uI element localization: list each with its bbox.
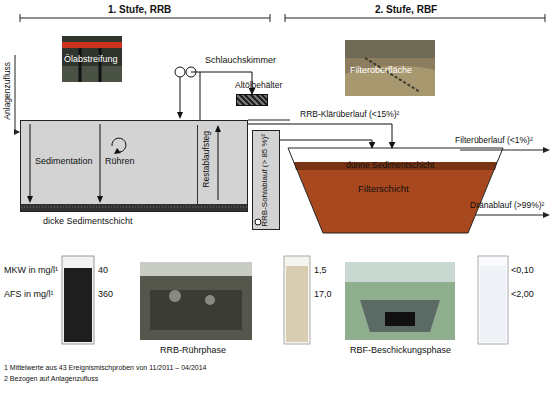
flow-connector bbox=[248, 124, 392, 148]
free-label: Dränablauf (>99%)² bbox=[470, 201, 544, 210]
node-text: dicke Sedimentschicht bbox=[43, 217, 133, 227]
node-text: Rühren bbox=[105, 157, 135, 167]
free-label: 2 Bezogen auf Anlagenzufluss bbox=[4, 375, 98, 383]
free-label: 1 Mittelwerte aus 43 Ereignismischproben… bbox=[4, 364, 206, 372]
free-label: Ölabstreifung bbox=[64, 55, 118, 65]
free-label: RBF-Beschickungsphase bbox=[350, 346, 451, 356]
flow-connector bbox=[200, 72, 252, 120]
free-label: Filteroberfläche bbox=[350, 66, 412, 76]
free-label: 17,0 bbox=[314, 290, 332, 300]
free-label: <0,10 bbox=[511, 266, 534, 276]
filter-basin: dünne SedimentschichtFilterschicht bbox=[288, 148, 503, 233]
bottom-outlet: RRB-Sohlablauf (> 85 %)² bbox=[252, 130, 280, 230]
basin-outline-shape bbox=[288, 148, 503, 233]
flow-connector bbox=[280, 140, 372, 148]
free-label: <2,00 bbox=[511, 290, 534, 300]
node-text: Restablaufsteg bbox=[202, 131, 211, 188]
node-text: Sedimentation bbox=[35, 157, 93, 167]
edge-label: RRB-Klärüberlauf (<15%)² bbox=[300, 110, 399, 119]
node-text: Altölbehälter bbox=[235, 81, 282, 90]
free-label: 40 bbox=[98, 266, 108, 276]
free-label: Filterüberlauf (<1%)² bbox=[455, 136, 533, 145]
node-text: Filterschicht bbox=[358, 184, 409, 194]
free-label: RRB-Rührphase bbox=[160, 346, 226, 356]
edge-label: Schlauchskimmer bbox=[205, 56, 276, 66]
retention-tank: SedimentationRührendicke Sedimentschicht… bbox=[20, 120, 248, 212]
free-label: 360 bbox=[98, 290, 113, 300]
filter-layer bbox=[294, 162, 497, 233]
free-label: 1,5 bbox=[314, 266, 327, 276]
oil-container: Altölbehälter bbox=[236, 94, 268, 106]
free-label: 2. Stufe, RBF bbox=[375, 4, 437, 15]
outflow-weir: Restablaufsteg bbox=[197, 125, 215, 209]
node-text: RRB-Sohlablauf (> 85 %)² bbox=[261, 134, 270, 227]
free-label: AFS in mg/l¹ bbox=[4, 290, 54, 300]
free-label: MKW in mg/l¹ bbox=[4, 266, 58, 276]
thin-sediment bbox=[294, 162, 497, 170]
free-label: Anlagenzufluss bbox=[3, 62, 12, 120]
free-label: 1. Stufe, RRB bbox=[108, 4, 171, 15]
node-text: dünne Sedimentschicht bbox=[346, 161, 434, 170]
